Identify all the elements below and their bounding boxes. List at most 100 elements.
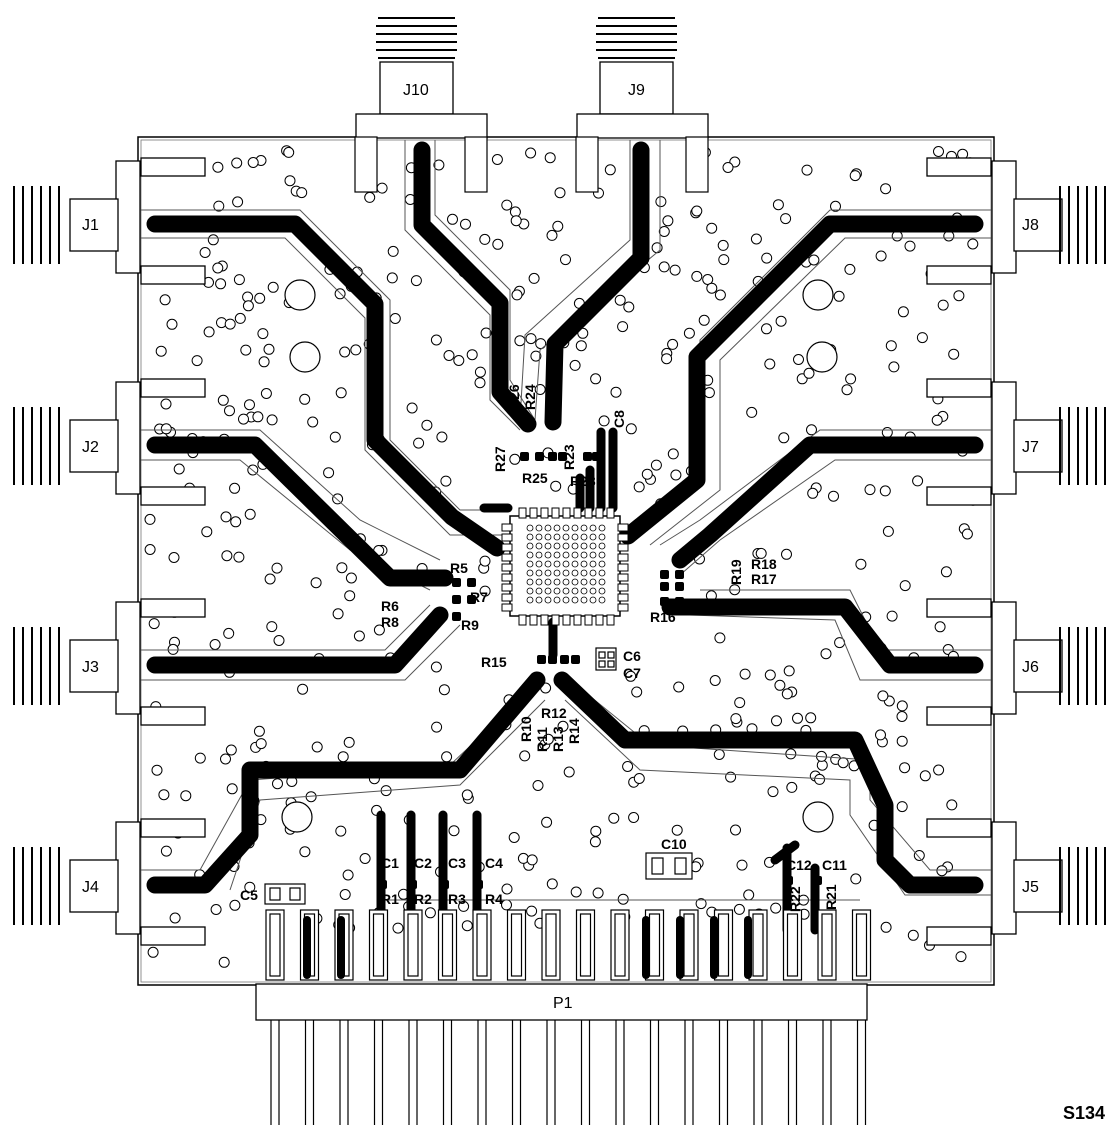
ic-pad xyxy=(617,553,629,562)
via xyxy=(299,393,311,405)
via xyxy=(339,889,351,900)
via xyxy=(194,752,206,764)
via xyxy=(904,240,916,252)
ic-pad xyxy=(617,563,629,572)
passive-pad xyxy=(520,452,529,461)
ic-thermal-via xyxy=(553,578,561,586)
passive-pad xyxy=(452,595,461,604)
ic-thermal-via xyxy=(598,596,606,604)
ic-pad xyxy=(540,507,549,519)
via xyxy=(242,300,254,312)
via xyxy=(257,328,269,340)
label-r22: R22 xyxy=(787,886,803,912)
via xyxy=(774,679,786,691)
via xyxy=(296,187,308,199)
via xyxy=(896,711,908,722)
via xyxy=(907,929,919,941)
via xyxy=(801,164,813,176)
sma-body xyxy=(991,601,1017,715)
ic-thermal-via xyxy=(589,587,597,595)
via xyxy=(828,490,839,502)
via xyxy=(343,736,355,748)
via xyxy=(669,264,681,276)
via xyxy=(260,388,272,399)
via xyxy=(272,778,283,790)
passive-pad xyxy=(660,570,669,579)
via xyxy=(658,261,670,273)
via xyxy=(526,854,538,866)
via xyxy=(671,824,683,836)
label-c12: C12 xyxy=(786,857,812,873)
via xyxy=(881,427,893,438)
ic-pad xyxy=(584,507,593,519)
header-pad-inner xyxy=(579,913,592,977)
ic-thermal-via xyxy=(544,569,552,577)
label-c7: C7 xyxy=(623,665,641,681)
via xyxy=(628,812,640,823)
via xyxy=(218,956,230,968)
ic-pad xyxy=(617,583,629,592)
header-pad-inner xyxy=(407,913,419,977)
via xyxy=(335,387,347,399)
ic-thermal-via xyxy=(571,596,579,604)
via xyxy=(793,354,804,365)
via xyxy=(617,893,629,905)
ic-pad xyxy=(562,507,571,519)
label-r8: R8 xyxy=(381,614,399,630)
via xyxy=(535,338,547,350)
header-pad-inner xyxy=(855,913,868,977)
ic-pad xyxy=(617,593,629,602)
sma-body xyxy=(991,381,1017,495)
sma-pad xyxy=(926,706,992,726)
via xyxy=(413,437,425,449)
via xyxy=(698,314,710,326)
via xyxy=(311,741,323,753)
passive-pad xyxy=(537,655,546,664)
via xyxy=(844,263,856,275)
sma-body xyxy=(115,160,141,274)
ic-thermal-via xyxy=(571,551,579,559)
label-c1: C1 xyxy=(381,855,399,871)
via xyxy=(479,555,491,567)
ic-thermal-via xyxy=(598,542,606,550)
via xyxy=(725,771,737,783)
label-r19: R19 xyxy=(728,559,744,585)
via xyxy=(541,816,553,828)
label-j8: J8 xyxy=(1022,217,1039,234)
passive-pad xyxy=(560,655,569,664)
ic-thermal-via xyxy=(598,560,606,568)
via xyxy=(231,157,243,169)
ic-thermal-via xyxy=(562,587,570,595)
via xyxy=(244,399,255,411)
via xyxy=(220,511,232,523)
header-pad-inner xyxy=(614,913,626,977)
via xyxy=(590,373,602,385)
ic-thermal-via xyxy=(571,524,579,532)
ic-pad xyxy=(606,507,615,519)
ic-thermal-via xyxy=(526,551,534,559)
via xyxy=(667,448,679,460)
via xyxy=(569,359,581,371)
ic-pad xyxy=(501,553,513,562)
label-c10: C10 xyxy=(661,836,687,852)
ic-thermal-via xyxy=(580,569,588,577)
passive-pad xyxy=(660,597,669,606)
via xyxy=(210,904,222,915)
via xyxy=(806,424,817,436)
ic-thermal-via xyxy=(598,578,606,586)
sma-body xyxy=(991,160,1017,274)
via xyxy=(167,643,179,655)
ic-thermal-via xyxy=(535,569,543,577)
header-pad-inner xyxy=(269,913,281,977)
via xyxy=(461,789,473,801)
via xyxy=(458,900,470,912)
passive-pad xyxy=(378,880,387,889)
via xyxy=(392,922,404,934)
via xyxy=(953,290,965,302)
via xyxy=(448,825,460,837)
via xyxy=(509,453,521,465)
label-r9: R9 xyxy=(461,617,479,633)
via xyxy=(845,373,857,385)
label-c5: C5 xyxy=(240,887,258,903)
via xyxy=(955,951,967,963)
